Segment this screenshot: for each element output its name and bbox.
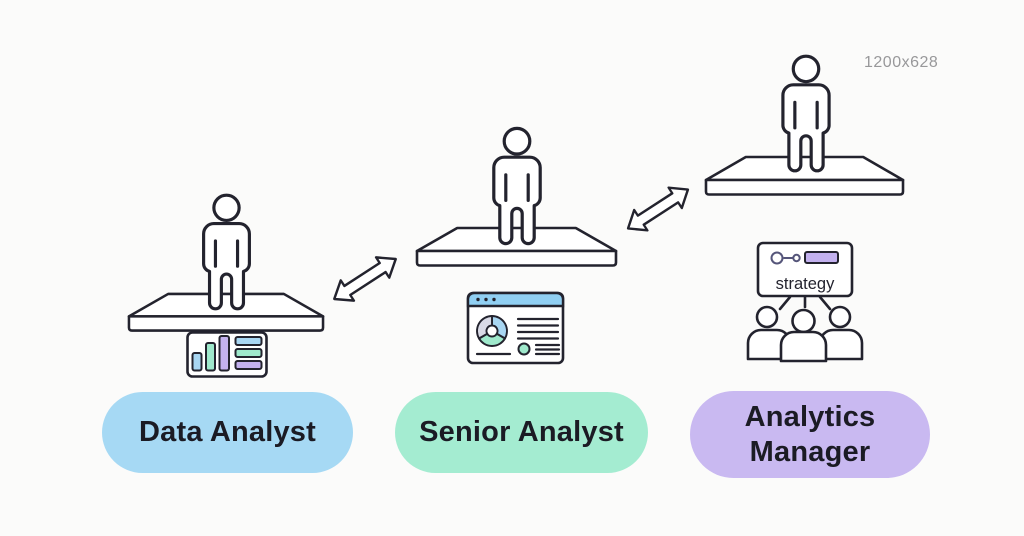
- bar-purple: [218, 335, 230, 372]
- audience-body: [779, 330, 828, 363]
- audience-icon: [746, 305, 864, 363]
- text-lines: [475, 317, 561, 356]
- role-pill-label: Data Analyst: [139, 416, 316, 449]
- donut-chart-icon: [476, 315, 508, 347]
- node-circle-small: [792, 253, 801, 263]
- strategy-board-label: strategy: [776, 275, 835, 293]
- hbar-green: [234, 348, 263, 358]
- person-icon: [492, 126, 542, 246]
- bar-green: [205, 342, 216, 372]
- hbar-purple: [234, 360, 263, 370]
- bar-chart-card-icon: [186, 331, 268, 378]
- audience-head: [828, 305, 852, 329]
- platform-icon: [415, 226, 618, 267]
- person-icon: [781, 54, 831, 173]
- strategy-presentation-icon: strategy: [746, 241, 864, 363]
- audience-head: [755, 305, 779, 329]
- promotion-arrow-icon: [333, 256, 397, 302]
- person-icon: [202, 193, 251, 311]
- audience-head: [791, 308, 816, 334]
- role-pill-label: Senior Analyst: [419, 416, 624, 449]
- strategy-bar: [804, 251, 839, 264]
- role-pill-analytics-manager: Analytics Manager: [690, 391, 930, 478]
- role-pill-label: Analytics Manager: [744, 401, 876, 468]
- strategy-board-icon: strategy: [756, 241, 854, 298]
- role-pill-data-analyst: Data Analyst: [102, 392, 353, 473]
- browser-dots: [476, 297, 496, 302]
- dashboard-card-icon: [466, 291, 565, 365]
- promotion-arrow-icon: [626, 186, 690, 232]
- bar-blue: [191, 352, 203, 372]
- platform-icon: [127, 292, 325, 332]
- status-dot: [517, 342, 531, 356]
- hbar-blue: [234, 336, 263, 346]
- node-circle-large: [770, 251, 784, 265]
- board-legs: [778, 295, 832, 311]
- role-pill-senior-analyst: Senior Analyst: [395, 392, 648, 473]
- browser-header: [466, 291, 565, 308]
- image-size-label: 1200x628: [864, 54, 939, 71]
